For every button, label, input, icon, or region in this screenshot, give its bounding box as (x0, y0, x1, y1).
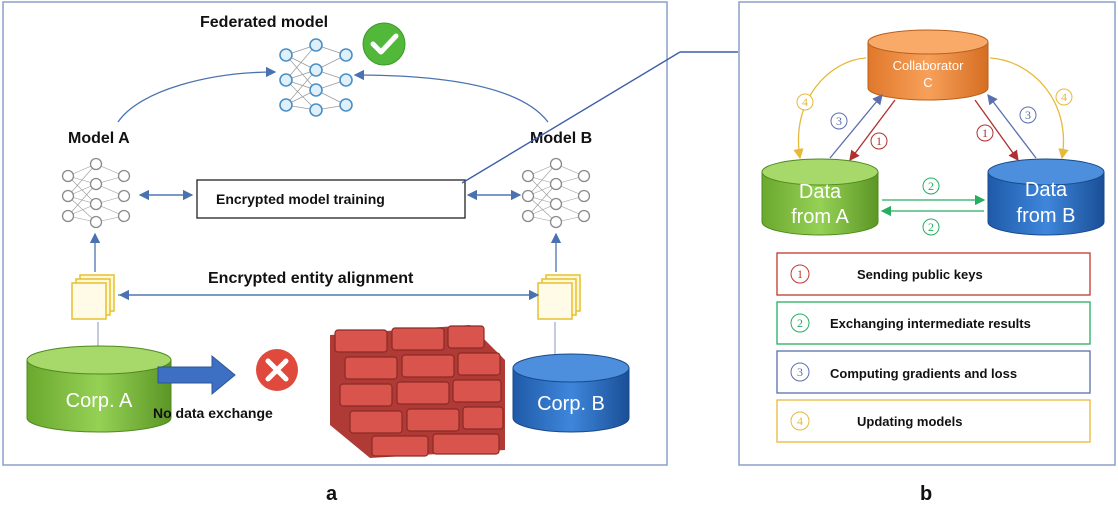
legend-3-label: Computing gradients and loss (830, 366, 1017, 381)
legend-3-number: 3 (797, 365, 803, 379)
caption-a: a (326, 483, 338, 505)
data-from-a-line1: Data (799, 181, 842, 203)
document-stack-a-icon (71, 274, 115, 320)
step3-arrow-from-a (829, 93, 883, 159)
legend-4-number: 4 (797, 414, 803, 428)
data-from-a-database: Data from A (761, 158, 879, 236)
corp-a-database: Corp. A (26, 345, 172, 433)
collaborator-label-line1: Collaborator (893, 58, 964, 73)
step4-arrow-to-b (989, 57, 1069, 160)
corp-b-database: Corp. B (512, 353, 630, 433)
legend-item-3: 3 Computing gradients and loss (776, 350, 1091, 394)
checkmark-icon (362, 22, 406, 66)
legend-2-label: Exchanging intermediate results (830, 316, 1031, 331)
legend-4-label: Updating models (857, 414, 962, 429)
legend-item-4: 4 Updating models (776, 399, 1091, 443)
legend-1-number: 1 (797, 267, 803, 281)
legend-item-1: 1 Sending public keys (776, 252, 1091, 296)
big-right-arrow-icon (157, 354, 236, 396)
marker-1-left: 1 (876, 134, 882, 148)
model-a-label: Model A (68, 130, 130, 147)
federated-model-label: Federated model (200, 14, 328, 31)
alignment-label: Encrypted entity alignment (208, 270, 414, 287)
step1-arrow-to-a (849, 99, 896, 162)
step3-arrow-from-b (987, 93, 1037, 159)
marker-3-right: 3 (1025, 108, 1031, 122)
step4-arrow-to-a (793, 57, 867, 160)
data-from-a-line2: from A (791, 206, 849, 228)
corp-a-label: Corp. A (66, 390, 133, 412)
encrypted-training-box (196, 179, 466, 219)
model-b-to-federated-arrow (353, 69, 549, 123)
legend-1-label: Sending public keys (857, 267, 983, 282)
brick-wall-icon (330, 325, 505, 458)
marker-3-left: 3 (836, 114, 842, 128)
panel-b-frame (738, 1, 1116, 466)
collaborator-label-line2: C (923, 75, 932, 90)
data-from-b-line2: from B (1017, 205, 1076, 227)
model-b-label: Model B (530, 130, 592, 147)
panel-a-frame (2, 1, 668, 466)
federated-model-network-icon (279, 38, 353, 117)
data-from-b-database: Data from B (987, 158, 1105, 236)
marker-4-left: 4 (802, 95, 808, 109)
legend-2-number: 2 (797, 316, 803, 330)
marker-2-bottom: 2 (928, 220, 934, 234)
legend-item-2: 2 Exchanging intermediate results (776, 301, 1091, 345)
zoom-connector-line (461, 51, 681, 184)
caption-b: b (920, 483, 932, 505)
encrypted-training-label: Encrypted model training (216, 191, 385, 207)
step1-arrow-to-b (974, 99, 1019, 162)
no-data-exchange-label: No data exchange (153, 405, 273, 421)
marker-2-top: 2 (928, 179, 934, 193)
model-a-to-federated-arrow (117, 66, 277, 123)
collaborator-database: Collaborator C (867, 29, 989, 101)
cross-icon (256, 349, 298, 391)
data-from-b-line1: Data (1025, 179, 1068, 201)
corp-b-label: Corp. B (537, 393, 605, 415)
document-stack-b-icon (537, 274, 581, 320)
model-b-network-icon (521, 157, 591, 229)
diagram-step-markers: 1 1 3 3 4 4 2 2 (796, 88, 1073, 236)
model-a-network-icon (61, 157, 131, 229)
marker-4-right: 4 (1061, 90, 1067, 104)
marker-1-right: 1 (982, 126, 988, 140)
